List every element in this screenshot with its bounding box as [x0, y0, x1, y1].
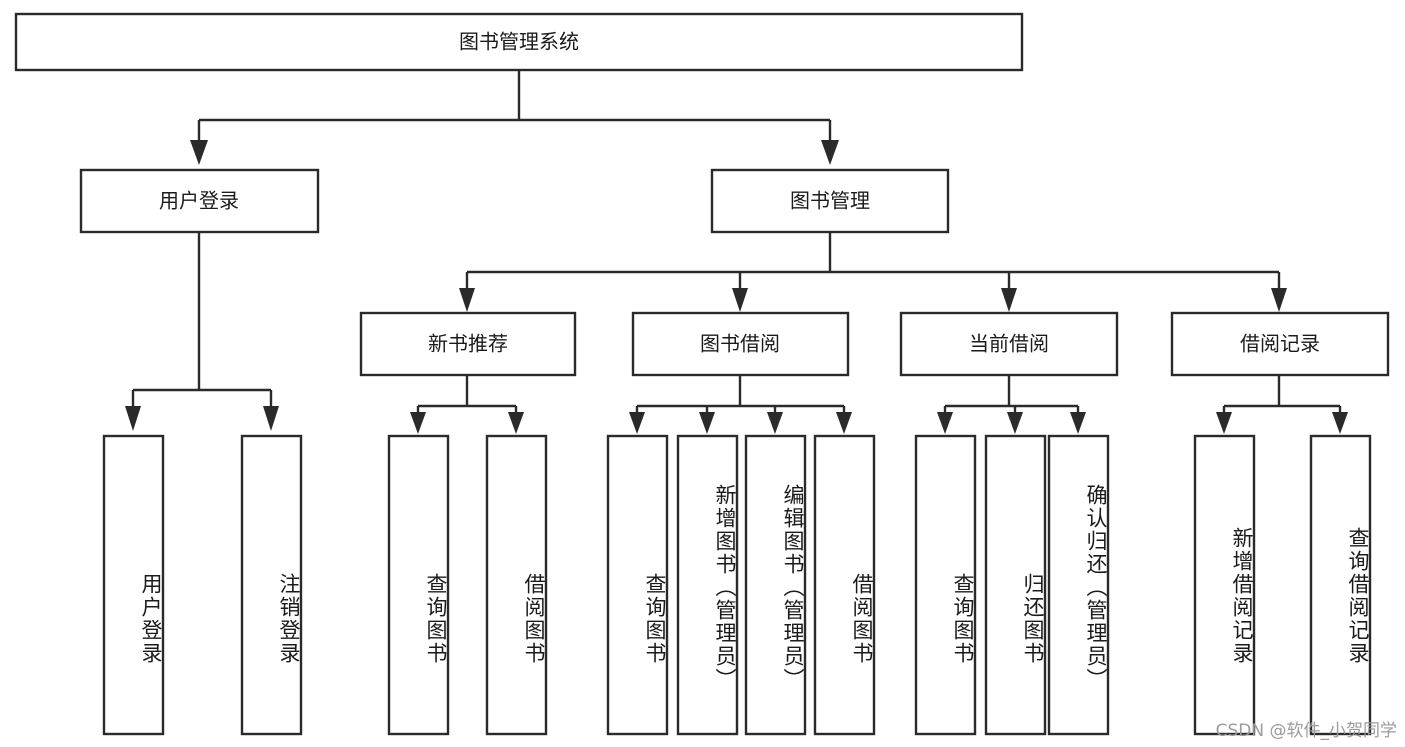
connector-group-borrow-record	[1216, 374, 1348, 434]
arrow-bm-c1	[459, 288, 475, 312]
arrow-nb-c2	[508, 412, 524, 434]
node-leaf-cb-return-label: 归还图书	[1021, 573, 1045, 665]
node-leaf-bb-query-label: 查询图书	[643, 573, 667, 665]
connector-group-book-mgmt	[459, 232, 1287, 312]
node-leaf-bb-query-box[interactable]	[606, 434, 669, 736]
node-user-login-box[interactable]	[79, 168, 320, 234]
node-leaf-nb-query-label: 查询图书	[424, 573, 448, 665]
node-leaf-cb-confirm-box[interactable]	[1047, 434, 1110, 736]
node-leaf-nb-borrow-box[interactable]	[485, 434, 548, 736]
node-leaf-logout-box[interactable]	[240, 434, 303, 736]
node-current-borrow-box[interactable]	[899, 311, 1119, 377]
node-book-borrow-box[interactable]	[631, 311, 850, 377]
arrow-root-to-user-login	[190, 140, 208, 165]
node-leaf-bb-add-label: 新增图书（管理员）	[713, 483, 737, 691]
node-leaf-br-query-box[interactable]	[1309, 434, 1372, 736]
node-leaf-cb-return-box[interactable]	[984, 434, 1047, 736]
node-root-label: 图书管理系统	[459, 30, 579, 54]
arrow-ul-c2	[263, 406, 279, 431]
node-borrow-record-label: 借阅记录	[1240, 332, 1320, 356]
node-leaf-bb-add-box[interactable]	[676, 434, 739, 736]
node-leaf-br-add-label: 新增借阅记录	[1230, 527, 1254, 665]
node-root-box[interactable]	[14, 12, 1024, 72]
arrow-br-c1	[1216, 412, 1232, 434]
arrow-cb-c2	[1007, 412, 1023, 434]
arrow-nb-c1	[410, 412, 426, 434]
arrow-bm-c2	[732, 288, 748, 312]
node-current-borrow-label: 当前借阅	[969, 332, 1049, 356]
node-new-book-box[interactable]	[359, 311, 577, 377]
arrow-bm-c4	[1271, 288, 1287, 312]
node-leaf-cb-confirm-label: 确认归还（管理员）	[1084, 483, 1108, 691]
arrow-cb-c3	[1070, 412, 1086, 434]
node-leaf-logout-label: 注销登录	[277, 573, 301, 665]
node-leaf-br-query-label: 查询借阅记录	[1346, 527, 1370, 665]
node-leaf-br-add-box[interactable]	[1193, 434, 1256, 736]
arrow-ul-c1	[125, 406, 141, 431]
watermark-text: CSDN @软件_小贺同学	[1215, 721, 1397, 741]
connector-group-current-borrow	[937, 374, 1086, 434]
arrow-bb-c1	[629, 412, 645, 434]
connector-group-new-book	[410, 374, 524, 434]
node-book-borrow-label: 图书借阅	[700, 332, 780, 356]
node-leaf-cb-query-box[interactable]	[914, 434, 977, 736]
node-leaf-cb-query-label: 查询图书	[951, 573, 975, 665]
node-leaf-user-login-label: 用户登录	[139, 573, 163, 665]
arrow-bm-c3	[1001, 288, 1017, 312]
arrow-root-to-book-mgmt	[821, 140, 839, 165]
connector-group-book-borrow	[629, 374, 852, 434]
node-leaf-bb-edit-label: 编辑图书（管理员）	[781, 483, 805, 691]
node-leaf-bb-borrow-label: 借阅图书	[850, 573, 874, 665]
arrow-br-c2	[1332, 412, 1348, 434]
node-leaf-bb-edit-box[interactable]	[744, 434, 807, 736]
arrow-cb-c1	[937, 412, 953, 434]
node-leaf-user-login-box[interactable]	[102, 434, 165, 736]
node-leaf-nb-query-box[interactable]	[387, 434, 450, 736]
node-leaf-nb-borrow-label: 借阅图书	[522, 573, 546, 665]
connector-group-user-login	[125, 232, 279, 431]
node-new-book-label: 新书推荐	[428, 332, 508, 356]
connector-group-root	[190, 70, 839, 165]
node-book-mgmt-box[interactable]	[710, 168, 950, 234]
node-user-login-label: 用户登录	[159, 189, 239, 213]
node-leaf-bb-borrow-box[interactable]	[813, 434, 876, 736]
node-book-mgmt-label: 图书管理	[790, 189, 870, 213]
node-borrow-record-box[interactable]	[1170, 311, 1390, 377]
arrow-bb-c4	[836, 412, 852, 434]
arrow-bb-c2	[699, 412, 715, 434]
arrow-bb-c3	[767, 412, 783, 434]
